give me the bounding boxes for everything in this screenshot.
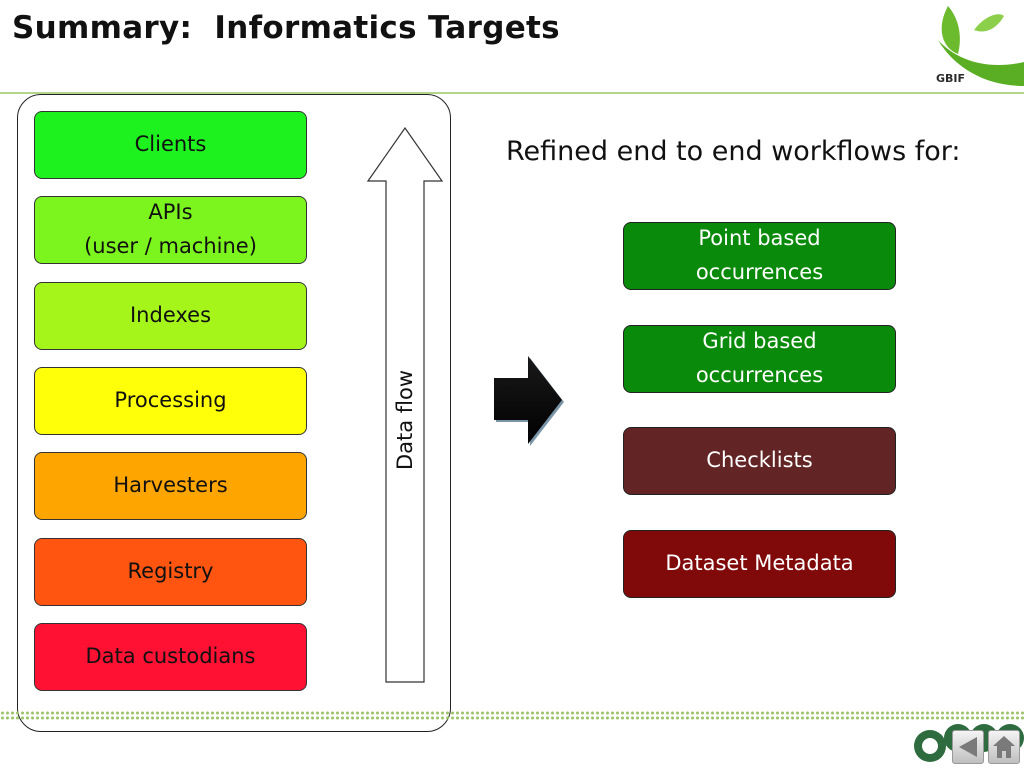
gbif-leaf-logo <box>938 6 1024 86</box>
data-flow-arrow <box>366 126 444 683</box>
data-flow-label: Data flow <box>393 369 417 471</box>
right-arrow-icon <box>494 356 564 446</box>
workflow-box: Point based occurrences <box>623 222 896 290</box>
slide-title: Summary: Informatics Targets <box>12 10 560 46</box>
workflows-heading: Refined end to end workflows for: <box>506 136 961 167</box>
stack-layer: Indexes <box>34 282 307 350</box>
workflow-box: Grid based occurrences <box>623 325 896 393</box>
previous-slide-button[interactable] <box>952 730 984 764</box>
logo-text: GBIF <box>936 72 966 85</box>
stack-frame <box>17 94 451 732</box>
stack-layer: APIs (user / machine) <box>34 196 307 264</box>
title-divider <box>0 92 1024 94</box>
home-icon <box>993 736 1015 758</box>
workflow-box: Checklists <box>623 427 896 495</box>
home-button[interactable] <box>988 730 1020 764</box>
footer-dotted-band <box>0 711 1024 722</box>
stack-layer: Clients <box>34 111 307 179</box>
triangle-left-icon <box>959 737 977 757</box>
stack-layer: Registry <box>34 538 307 606</box>
stack-layer: Harvesters <box>34 452 307 520</box>
stack-layer: Processing <box>34 367 307 435</box>
stack-layer: Data custodians <box>34 623 307 691</box>
workflow-box: Dataset Metadata <box>623 530 896 598</box>
